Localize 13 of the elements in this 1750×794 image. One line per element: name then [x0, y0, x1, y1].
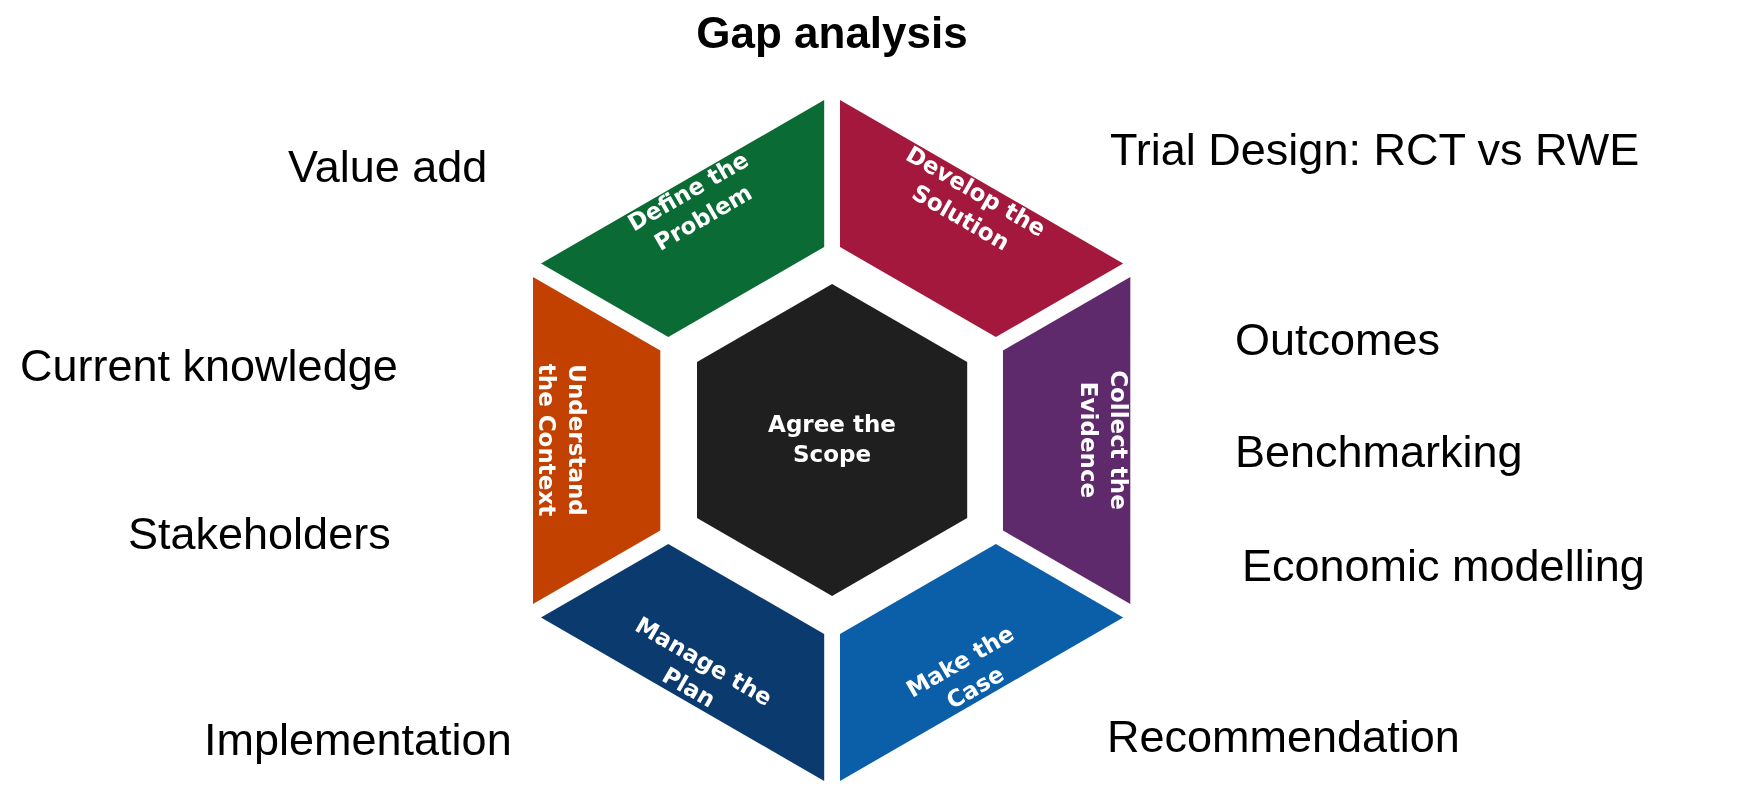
side-note: Current knowledge	[20, 340, 398, 392]
title: Gap analysis	[695, 8, 969, 58]
side-note: Benchmarking	[1235, 426, 1523, 478]
segment-label: Understand the Context	[532, 362, 591, 519]
side-note: Recommendation	[1107, 711, 1460, 763]
segment-label: Collect the Evidence	[1075, 369, 1134, 512]
side-note: Stakeholders	[128, 508, 391, 560]
segment-label: Agree the Scope	[767, 410, 897, 469]
side-note: Outcomes	[1235, 314, 1441, 366]
side-note: Trial Design: RCT vs RWE	[1110, 124, 1640, 176]
side-note: Economic modelling	[1242, 540, 1645, 592]
side-note: Value add	[288, 141, 488, 193]
side-note: Implementation	[204, 714, 512, 766]
